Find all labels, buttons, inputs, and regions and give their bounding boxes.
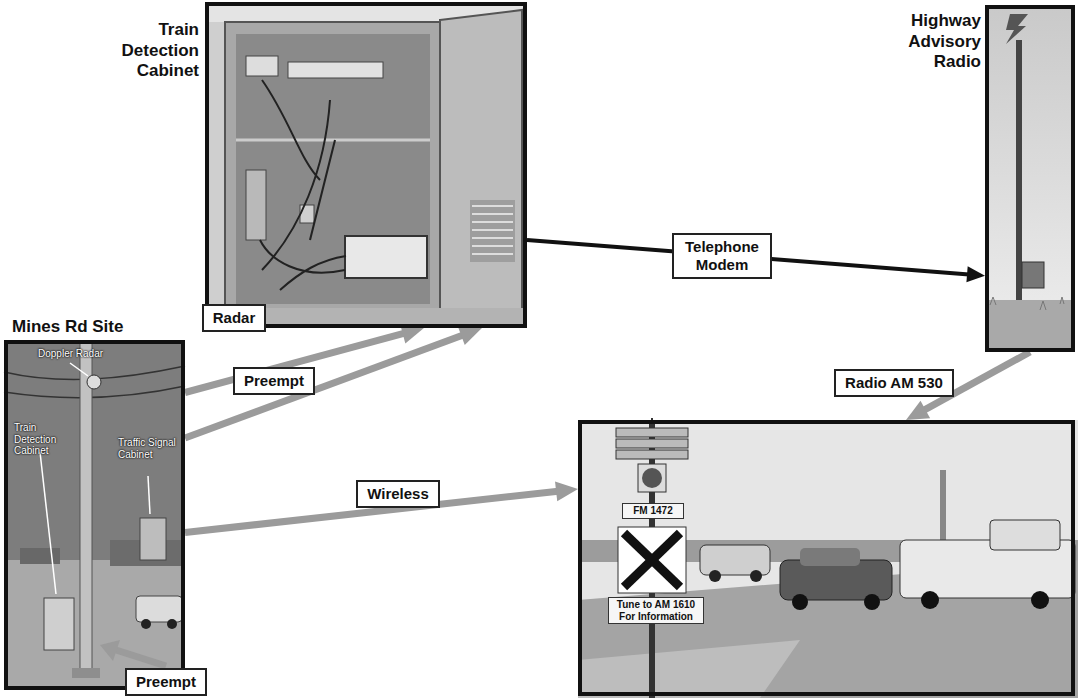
mines-rd-photo-part: [116, 650, 166, 666]
photo-frame: Mines Rd SiteDoppler RadarTrain Detectio…: [4, 340, 185, 690]
cabinet-photo-part: [345, 236, 427, 278]
connector-label: Radar: [202, 304, 267, 332]
arrowhead: [966, 266, 985, 282]
road-sign-photo-part: [940, 470, 946, 550]
connector-label: Preempt: [233, 367, 315, 395]
photo-heading: Mines Rd Site: [12, 317, 123, 338]
radio-pole-photo-part: [1022, 262, 1044, 288]
cabinet-photo-part: [246, 170, 266, 240]
photo-annotation: Doppler Radar: [38, 348, 103, 360]
sign-plate: FM 1472: [622, 503, 684, 519]
road-sign-photo-part: [624, 533, 680, 587]
road-sign-photo-part: [921, 591, 939, 609]
mines-rd-photo-part: [70, 363, 88, 376]
photo-frame: Highway Advisory Radio: [985, 5, 1075, 352]
road-sign-photo-part: [578, 420, 1078, 698]
cabinet-photo-part: [470, 200, 515, 262]
road-sign-photo-part: [750, 570, 762, 582]
road-sign-photo-part: [616, 439, 688, 448]
mines-rd-photo-part: [148, 476, 150, 514]
mines-rd-photo-part: [4, 340, 185, 690]
cabinet-photo-part: [246, 56, 278, 76]
radio-pole-photo-part: [990, 297, 1064, 310]
mines-rd-photo-part: [44, 598, 74, 650]
road-sign-photo-part: [624, 533, 680, 587]
mines-rd-photo-part: [140, 518, 166, 560]
connector-group: [185, 326, 482, 438]
radio-pole-photo-part: [985, 300, 1075, 352]
cabinet-photo-part: [288, 62, 383, 78]
mines-rd-photo-part: [100, 640, 120, 661]
cabinet-photo-part: [260, 80, 346, 290]
arrowhead: [555, 481, 578, 501]
road-sign-photo: [578, 418, 1078, 698]
photo-frame: Train Detection Cabinet: [205, 2, 527, 328]
cabinet-photo-part: [236, 139, 430, 142]
arrowhead: [458, 326, 482, 345]
cabinet-photo: [205, 2, 527, 328]
radio-pole-photo: [985, 5, 1075, 352]
photo-annotation: Train Detection Cabinet: [14, 422, 76, 457]
road-sign-photo-part: [642, 468, 662, 488]
photo-frame: FM 1472Tune to AM 1610 For Information: [578, 420, 1075, 696]
arrow-label: Preempt: [125, 668, 207, 696]
mines-rd-photo-part: [40, 452, 56, 594]
road-sign-photo-part: [709, 570, 721, 582]
road-sign-photo-part: [578, 640, 800, 698]
road-sign-photo-part: [700, 545, 770, 575]
cabinet-photo-part: [440, 10, 522, 322]
cabinet-photo-part: [472, 206, 513, 254]
mines-rd-photo-part: [72, 668, 100, 678]
connector-label: Telephone Modem: [672, 233, 772, 279]
road-sign-photo-part: [864, 594, 880, 610]
radio-pole-photo-part: [1016, 40, 1022, 320]
cabinet-photo-part: [205, 2, 527, 328]
photo-heading: Highway Advisory Radio: [896, 11, 981, 73]
mines-rd-photo-part: [87, 375, 101, 389]
connector-arrow: [185, 335, 463, 438]
mines-rd-photo-part: [20, 548, 60, 564]
mines-rd-photo-part: [141, 619, 151, 629]
mines-rd-photo-part: [167, 619, 177, 629]
photo-annotation: Traffic Signal Cabinet: [118, 437, 178, 460]
arrowhead: [906, 401, 930, 420]
sign-plate: Tune to AM 1610 For Information: [608, 597, 704, 624]
mines-rd-photo-part: [80, 342, 92, 672]
mines-rd-photo-part: [4, 366, 185, 398]
mines-rd-photo-part: [136, 596, 182, 622]
cabinet-photo-part: [300, 205, 314, 223]
road-sign-photo-part: [616, 450, 688, 459]
photo-heading: Train Detection Cabinet: [104, 20, 199, 82]
road-sign-photo-part: [792, 594, 808, 610]
road-sign-photo-part: [616, 428, 688, 437]
radio-pole-photo-part: [985, 5, 1075, 352]
cabinet-photo-part: [225, 22, 440, 312]
connector-label: Radio AM 530: [834, 369, 954, 397]
road-sign-photo-part: [638, 464, 666, 492]
cabinet-photo-part: [310, 140, 335, 240]
connector-label: Wireless: [356, 480, 440, 508]
radio-pole-photo-part: [1006, 14, 1028, 44]
road-sign-photo-part: [800, 548, 860, 566]
road-sign-photo-part: [990, 520, 1060, 550]
cabinet-photo-part: [236, 34, 430, 304]
road-sign-photo-part: [1031, 591, 1049, 609]
mines-rd-photo: [4, 340, 185, 690]
road-sign-photo-part: [618, 527, 686, 593]
